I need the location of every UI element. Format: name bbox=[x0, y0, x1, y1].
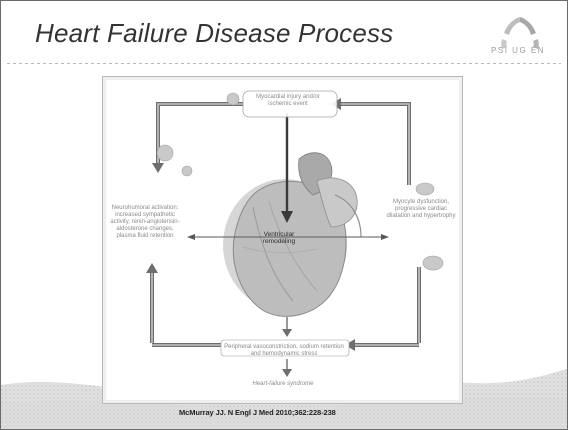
node-myocyte-dysfunction: Myocyte dysfunction, progressive cardiac… bbox=[385, 199, 457, 220]
slide-title: Heart Failure Disease Process bbox=[35, 18, 393, 49]
logo-text: PSI UG EN bbox=[491, 46, 545, 55]
title-divider bbox=[7, 63, 561, 64]
node-peripheral-vasoconstriction: Peripheral vasoconstriction, sodium rete… bbox=[221, 344, 347, 358]
node-heart-failure-syndrome: Heart-failure syndrome bbox=[233, 381, 333, 388]
node-neurohumoral-activation: Neurohumoral activation: increased sympa… bbox=[107, 205, 183, 240]
heart-failure-diagram: Myocardial injury and/or ischemic event … bbox=[102, 76, 463, 404]
node-myocardial-injury: Myocardial injury and/or ischemic event bbox=[245, 94, 331, 108]
citation: McMurray JJ. N Engl J Med 2010;362:228-2… bbox=[179, 408, 336, 417]
node-ventricular-remodeling: Ventricular remodeling bbox=[251, 231, 307, 245]
